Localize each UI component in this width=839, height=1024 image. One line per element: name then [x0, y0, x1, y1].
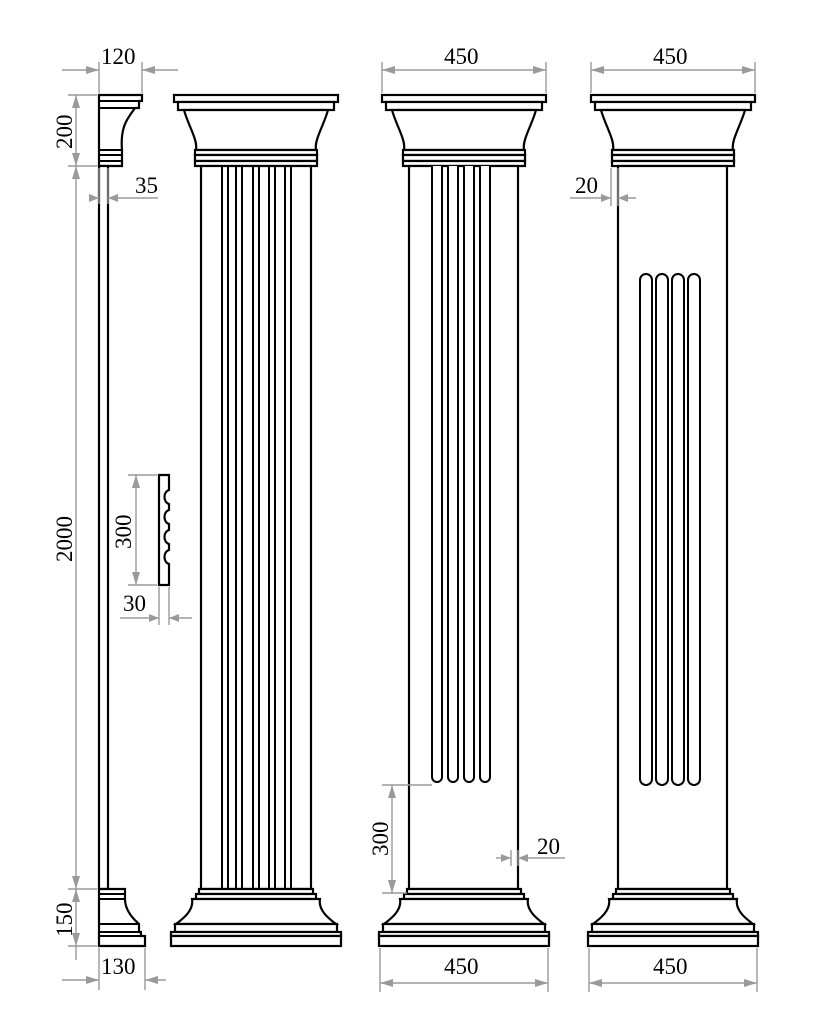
- column3-flutes: [431, 166, 491, 783]
- side-shaft-thickness-label: 35: [135, 173, 158, 198]
- col3-base-width-label: 450: [444, 954, 479, 979]
- side-shaft: [97, 164, 110, 891]
- dimension-labels: 120 200 35 2000 300 30 150 130 450 450 2…: [52, 44, 688, 979]
- shaft-flutes: [221, 166, 292, 889]
- col4-base-width-label: 450: [653, 954, 688, 979]
- col3-flute-gap-label: 300: [368, 822, 393, 857]
- profile-height-label: 300: [111, 515, 136, 550]
- side-cap-height-label: 200: [52, 115, 77, 150]
- column4-flutes: [639, 273, 701, 786]
- profile-depth-label: 30: [123, 591, 146, 616]
- dimension-lines: [62, 62, 758, 992]
- side-base-height-label: 150: [52, 903, 77, 938]
- flute-profile-detail: [157, 473, 171, 587]
- col4-margin-label: 20: [575, 173, 598, 198]
- side-shaft-height-label: 2000: [52, 516, 77, 562]
- col3-margin-label: 20: [537, 834, 560, 859]
- side-base-width-label: 130: [101, 954, 136, 979]
- col4-width-label: 450: [653, 44, 688, 69]
- col3-width-label: 450: [444, 44, 479, 69]
- panel-fluted-column: [586, 93, 760, 948]
- side-base: [97, 887, 147, 948]
- side-view: [97, 93, 171, 948]
- partial-fluted-column: [377, 93, 551, 948]
- side-cap-width-label: 120: [101, 44, 136, 69]
- fluted-column: [169, 93, 343, 948]
